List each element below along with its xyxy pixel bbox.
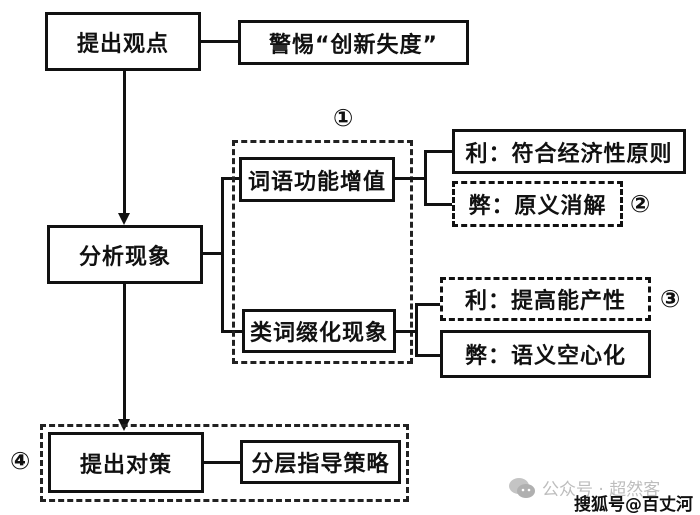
node-con-hollow-label: 弊：语义空心化 [464, 344, 626, 369]
connector-affix-out [396, 330, 418, 333]
node-con-meaning-label: 弊：原义消解 [468, 194, 607, 219]
connector-to-word-function [221, 177, 241, 180]
marker-3: ③ [660, 285, 681, 313]
marker-1: ① [333, 104, 354, 132]
node-beware: 警惕“创新失度” [238, 20, 469, 65]
group-4-strategy [40, 424, 409, 502]
connector-word-function-spine [424, 150, 427, 206]
wechat-watermark: 公众号 · 超然客 [508, 475, 660, 500]
node-con-meaning: 弊：原义消解 [452, 181, 623, 227]
connector-to-con-meaning [424, 203, 454, 206]
connector-analyze-to-strategy [123, 284, 126, 421]
marker-2: ② [630, 190, 651, 218]
node-word-function: 词语功能增值 [239, 157, 395, 202]
node-propose-strategy-label: 提出对策 [79, 452, 172, 478]
node-word-function-label: 词语功能增值 [247, 169, 386, 195]
connector-word-function-out [395, 177, 427, 180]
connector-view-to-beware [201, 40, 239, 43]
connector-to-pro-productivity [415, 303, 442, 306]
connector-to-con-hollow [415, 354, 442, 357]
node-layered-guidance: 分层指导策略 [240, 440, 401, 484]
node-analyze-label: 分析现象 [78, 244, 171, 270]
connector-analyze-branch [203, 252, 223, 255]
connector-affix-spine [415, 303, 418, 357]
connector-view-to-analyze [123, 71, 126, 216]
group-1-phenomena [232, 140, 413, 364]
node-pro-productivity: 利：提高能产性 [440, 277, 651, 321]
node-pro-productivity-label: 利：提高能产性 [464, 289, 626, 314]
node-pro-economy-label: 利：符合经济性原则 [465, 141, 673, 167]
node-affix-phenomenon-label: 类词缀化现象 [249, 321, 388, 346]
connector-branch-spine [221, 177, 224, 333]
sohu-watermark: 搜狐号@百丈河 [574, 490, 693, 515]
node-analyze: 分析现象 [47, 225, 203, 284]
node-propose-view-label: 提出观点 [76, 31, 169, 57]
sohu-watermark-label: 搜狐号@百丈河 [574, 495, 693, 515]
marker-4: ④ [10, 447, 31, 475]
node-affix-phenomenon: 类词缀化现象 [242, 309, 396, 353]
node-layered-guidance-label: 分层指导策略 [251, 452, 390, 477]
connector-strategy-to-guidance [204, 461, 241, 464]
node-con-hollow: 弊：语义空心化 [440, 330, 651, 378]
node-propose-strategy: 提出对策 [48, 432, 204, 493]
node-propose-view: 提出观点 [45, 12, 201, 71]
wechat-watermark-label: 公众号 · 超然客 [542, 480, 661, 500]
connector-to-pro-economy [424, 150, 454, 153]
wechat-icon [509, 477, 535, 498]
node-beware-label: 警惕“创新失度” [269, 32, 438, 58]
node-pro-economy: 利：符合经济性原则 [452, 129, 686, 174]
arrow-down-icon [118, 213, 130, 225]
